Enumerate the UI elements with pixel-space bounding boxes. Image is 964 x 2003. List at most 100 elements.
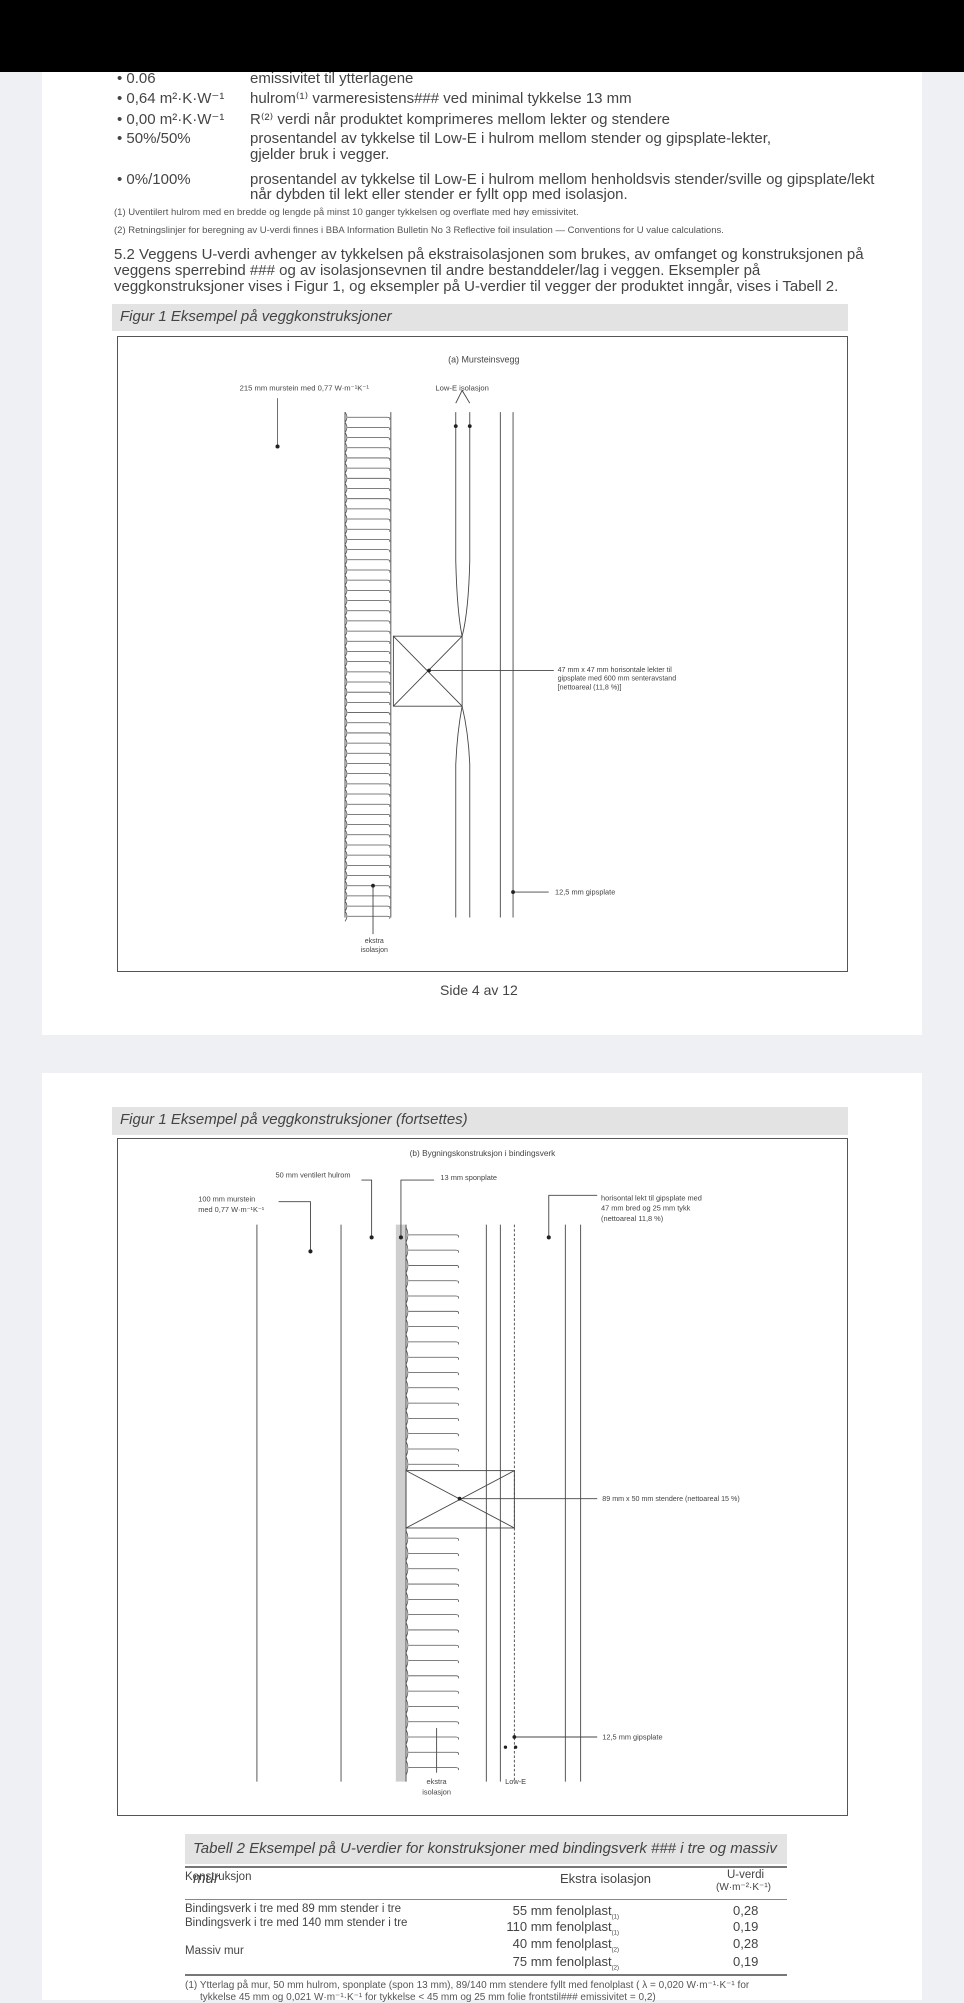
insulation-wave	[405, 1379, 459, 1396]
footnote-ref: (1)	[611, 1930, 619, 1937]
insulation-wave	[344, 422, 391, 433]
insulation-wave	[405, 1637, 459, 1654]
insulation-wave	[405, 1545, 459, 1562]
insulation-wave	[405, 1303, 459, 1320]
insulation-wave	[344, 595, 391, 606]
insulation-wave	[405, 1257, 459, 1274]
insulation-wave	[405, 1698, 459, 1715]
list-desc: emissivitet til ytterlagene	[250, 70, 414, 87]
list-value: • 0,00 m²·K·W⁻¹	[117, 111, 225, 128]
insulation-wave	[344, 646, 391, 657]
insulation-wave	[405, 1227, 459, 1243]
insulation-wave	[344, 860, 391, 871]
insulation-wave	[344, 758, 391, 769]
cell-uvalue: 0,19	[733, 1919, 759, 1934]
paragraph-line: 5.2 Veggens U-verdi avhenger av tykkelse…	[114, 246, 864, 263]
figure-caption: Figur 1 Eksempel på veggkonstruksjoner (…	[112, 1107, 848, 1135]
gips-label: 12,5 mm gipsplate	[555, 888, 615, 897]
insulation-wave	[344, 493, 391, 505]
insulation-wave	[344, 462, 391, 474]
insulation-wave	[344, 910, 391, 922]
insulation-wave	[344, 778, 391, 790]
sponplate-label: 13 mm sponplate	[440, 1173, 497, 1182]
frame-lines	[256, 1179, 598, 1782]
diagram-title: (a) Mursteinsvegg	[448, 354, 519, 364]
insulation-wave	[405, 1759, 459, 1776]
insulation-wave	[405, 1729, 459, 1745]
insulation-wave	[344, 625, 391, 637]
cell-insulation: 55 mm fenolplast	[512, 1903, 612, 1918]
extra-insulation-label: isolasjon	[361, 947, 388, 954]
insulation-wave	[405, 1242, 459, 1258]
batten-label: [nettoareal (11,8 %)]	[558, 684, 622, 692]
table-footnote: tykkelse 45 mm og 0,021 W·m⁻¹·K⁻¹ for ty…	[200, 1992, 656, 2003]
col-header: U-verdi	[727, 1869, 765, 1881]
insulation-wave	[344, 686, 391, 698]
insulation-wave	[344, 615, 391, 627]
lowe-and-batten	[372, 389, 554, 935]
insulation-wave	[405, 1456, 459, 1473]
insulation-wave	[344, 798, 391, 810]
insulation-wave	[405, 1272, 459, 1289]
list-value: • 0,64 m²·K·W⁻¹	[117, 90, 225, 107]
insulation-wave	[344, 472, 391, 484]
insulation-wave	[405, 1713, 459, 1730]
list-desc: hulrom⁽¹⁾ varmeresistens### ved minimal …	[250, 90, 632, 107]
insulation-wave	[344, 849, 391, 861]
insulation-wave	[344, 656, 391, 667]
insulation-wave	[344, 707, 391, 718]
insulation-wave	[344, 819, 391, 830]
insulation-wave	[344, 890, 391, 902]
insulation-wave	[344, 768, 391, 779]
insulation-wave	[405, 1668, 459, 1684]
insulation-wave	[344, 666, 391, 678]
batten-label: 47 mm bred og 25 mm tykk	[601, 1204, 691, 1213]
wall-diagram-a: (a) Mursteinsvegg 215 mm murstein med 0,…	[240, 354, 677, 954]
brick-label: med 0,77 W·m⁻¹K⁻¹	[198, 1205, 265, 1214]
cell-construction: Bindingsverk i tre med 140 mm stender i …	[185, 1917, 408, 1929]
insulation-wave	[344, 574, 391, 586]
insulation-wave	[405, 1395, 459, 1411]
insulation-wave	[344, 513, 391, 525]
insulation-wave	[344, 605, 391, 617]
col-header-unit: (W·m⁻²·K⁻¹)	[716, 1882, 771, 1893]
insulation-wave	[405, 1334, 459, 1350]
table-rule	[185, 1899, 787, 1900]
batten-label: 47 mm x 47 mm horisontale lekter til	[558, 666, 673, 674]
insulation-wave	[344, 747, 391, 759]
insulation-wave	[344, 554, 391, 566]
diagram-title: (b) Bygningskonstruksjon i bindingsverk	[410, 1149, 557, 1158]
insulation-wave	[344, 534, 391, 545]
list-desc: gjelder bruk i vegger.	[250, 146, 390, 163]
insulation-wave	[344, 737, 391, 749]
table-caption: Tabell 2 Eksempel på U-verdier for konst…	[185, 1834, 787, 1887]
list-value: • 0%/100%	[117, 171, 191, 188]
brick-label: 215 mm murstein med 0,77 W·m⁻¹K⁻¹	[240, 383, 370, 392]
insulation-wave	[405, 1318, 459, 1335]
footnote-ref: (2)	[611, 1965, 619, 1972]
insulation-wave	[344, 717, 391, 729]
page-number: Side 4 av 12	[440, 982, 518, 998]
insulation-wave	[405, 1349, 459, 1366]
footnote-ref: (1)	[611, 1914, 619, 1921]
footnote: (2) Retningslinjer for beregning av U-ve…	[114, 225, 724, 236]
gips-label: 12,5 mm gipsplate	[602, 1733, 662, 1742]
insulation-wave	[344, 483, 391, 494]
insulation-wave	[344, 697, 391, 708]
insulation-wave	[344, 411, 391, 423]
figure-a-masonry-wall: (a) Mursteinsvegg 215 mm murstein med 0,…	[117, 336, 848, 972]
cell-insulation: 75 mm fenolplast	[512, 1954, 612, 1969]
insulation-wave	[405, 1530, 459, 1546]
cell-construction: Massiv mur	[185, 1945, 244, 1957]
insulation-wave	[344, 564, 391, 576]
cell-uvalue: 0,28	[733, 1903, 759, 1918]
insulation-wave	[405, 1652, 459, 1669]
insulation-wave	[405, 1364, 459, 1381]
list-desc: R⁽²⁾ verdi når produktet komprimeres mel…	[250, 111, 671, 128]
insulation-wave	[405, 1441, 459, 1457]
cavity-label: 50 mm ventilert hulrom	[275, 1170, 350, 1179]
list-desc: prosentandel av tykkelse til Low-E i hul…	[250, 171, 875, 188]
figure-caption: Figur 1 Eksempel på veggkonstruksjoner	[112, 304, 848, 331]
insulation-wave	[344, 676, 391, 688]
cell-uvalue: 0,28	[733, 1936, 759, 1951]
